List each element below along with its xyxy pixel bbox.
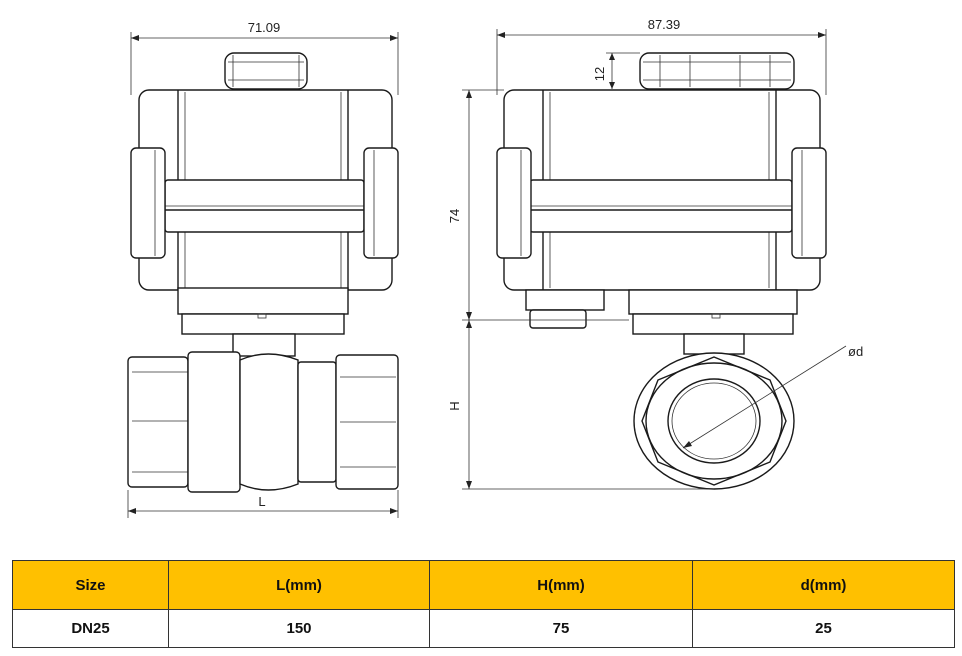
front-view: 71.09 <box>127 20 399 518</box>
cell-height: 75 <box>429 609 693 648</box>
front-width-dimension: 71.09 <box>130 20 399 95</box>
handle-height-label: 12 <box>592 67 607 81</box>
table-header-row: Size L(mm) H(mm) d(mm) <box>12 560 955 610</box>
header-diameter: d(mm) <box>692 560 955 610</box>
side-actuator-housing <box>496 89 827 335</box>
valve-stem <box>232 333 296 357</box>
valve-technical-drawing: 71.09 <box>127 17 863 518</box>
header-length: L(mm) <box>168 560 430 610</box>
valve-height-label: H <box>447 401 462 410</box>
length-dimension: L <box>127 490 399 518</box>
side-view: 87.39 12 <box>447 17 863 490</box>
valve-body-front <box>127 351 399 493</box>
length-label: L <box>258 494 265 509</box>
side-width-label: 87.39 <box>648 17 681 32</box>
spec-table: Size L(mm) H(mm) d(mm) DN25 150 75 25 <box>12 560 955 648</box>
valve-port-end: ød <box>633 344 863 490</box>
manual-handle <box>224 52 308 90</box>
side-valve-stem <box>683 333 745 355</box>
valve-height-dimension: H <box>447 320 714 490</box>
actuator-height-dimension: 74 <box>447 89 629 321</box>
cell-diameter: 25 <box>692 609 955 648</box>
actuator-housing <box>130 89 399 335</box>
front-width-label: 71.09 <box>248 20 281 35</box>
cell-size: DN25 <box>12 609 169 648</box>
header-height: H(mm) <box>429 560 693 610</box>
cell-length: 150 <box>168 609 430 648</box>
handle-height-dimension: 12 <box>592 52 640 89</box>
actuator-height-label: 74 <box>447 209 462 223</box>
diameter-label: ød <box>848 344 863 359</box>
header-size: Size <box>12 560 169 610</box>
side-width-dimension: 87.39 <box>496 17 827 95</box>
side-handle <box>639 52 795 90</box>
table-row: DN25 150 75 25 <box>12 609 955 648</box>
